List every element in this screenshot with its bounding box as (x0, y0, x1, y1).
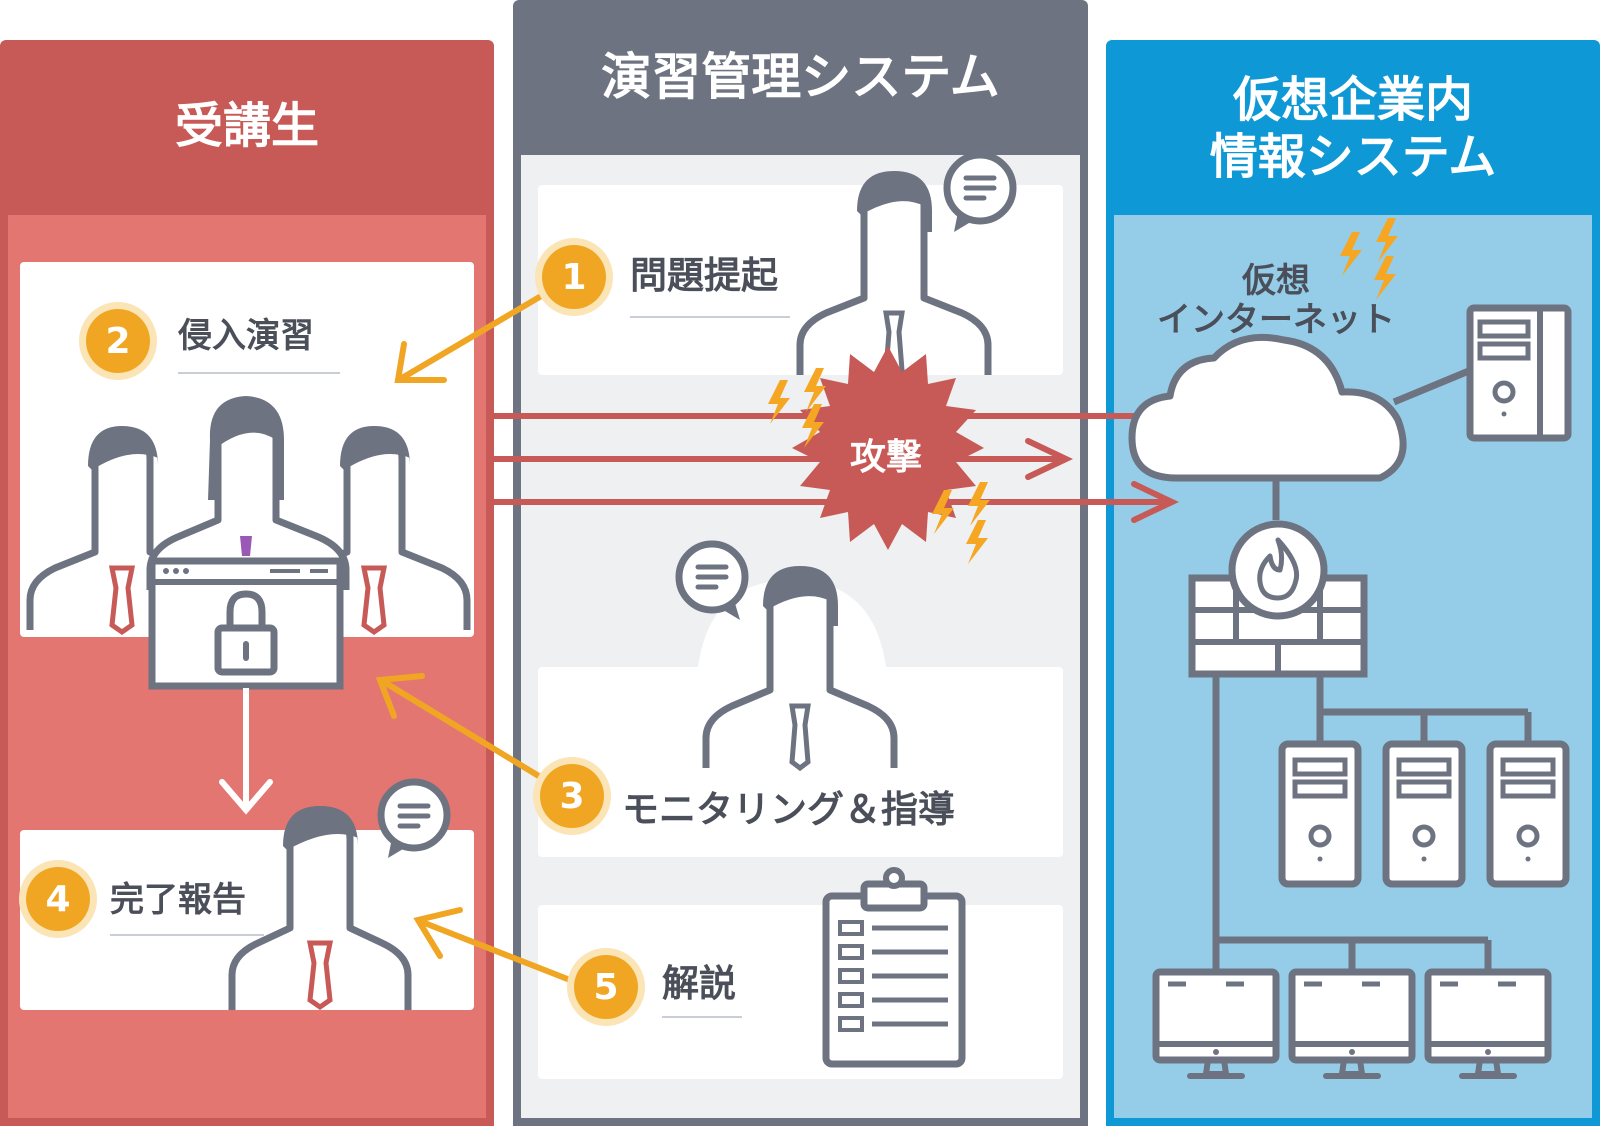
attack-burst (792, 346, 984, 550)
virtual-column-title-line1: 仮想企業内 (1232, 72, 1473, 128)
monitor-person-icon (675, 540, 898, 772)
virtual-column-title: 仮想企業内 情報システム (1106, 72, 1600, 185)
student-column-title: 受講生 (174, 98, 319, 154)
report-person-icon (228, 778, 451, 1011)
step-4-badge: 4 (26, 867, 90, 931)
client-monitors (1156, 972, 1548, 1076)
attack-label: 攻撃 (850, 437, 923, 478)
cloud-icon (1128, 333, 1407, 482)
step-5-label: 解説 (662, 962, 736, 1005)
step-5-badge: 5 (574, 955, 638, 1019)
step-1-label: 問題提起 (630, 254, 778, 297)
step-4-underline (110, 934, 264, 936)
firewall-icon (1188, 520, 1368, 678)
virtual-column-header (1106, 40, 1600, 215)
network-lines (1212, 364, 1532, 972)
server-tower-icon (1466, 304, 1572, 442)
step-arrows (375, 289, 572, 983)
step-5-underline (662, 1016, 742, 1018)
instructor-icon (796, 151, 1017, 380)
step-2-badge: 2 (86, 309, 150, 373)
step-2-underline (178, 372, 340, 374)
virtual-internet-label-line2: インターネット (1157, 300, 1395, 341)
student-column-header (0, 40, 494, 215)
step-4-label: 完了報告 (110, 880, 246, 920)
virtual-internet-label: 仮想 インターネット (1140, 261, 1412, 341)
step-1-badge: 1 (542, 245, 606, 309)
virtual-internet-label-line1: 仮想 (1242, 261, 1310, 301)
step-1-underline (630, 316, 790, 318)
step-3-badge: 3 (540, 764, 604, 828)
management-column-title: 演習管理システム (601, 48, 1000, 106)
down-arrow-icon (219, 688, 273, 815)
management-column-header (513, 0, 1088, 155)
virtual-column-title-line2: 情報システム (1209, 128, 1497, 185)
step-2-label: 侵入演習 (178, 316, 314, 356)
clipboard-icon (822, 867, 966, 1068)
locked-browser-icon (148, 557, 344, 690)
server-towers (1282, 744, 1566, 884)
step-3-label: モニタリング＆指導 (622, 788, 955, 831)
